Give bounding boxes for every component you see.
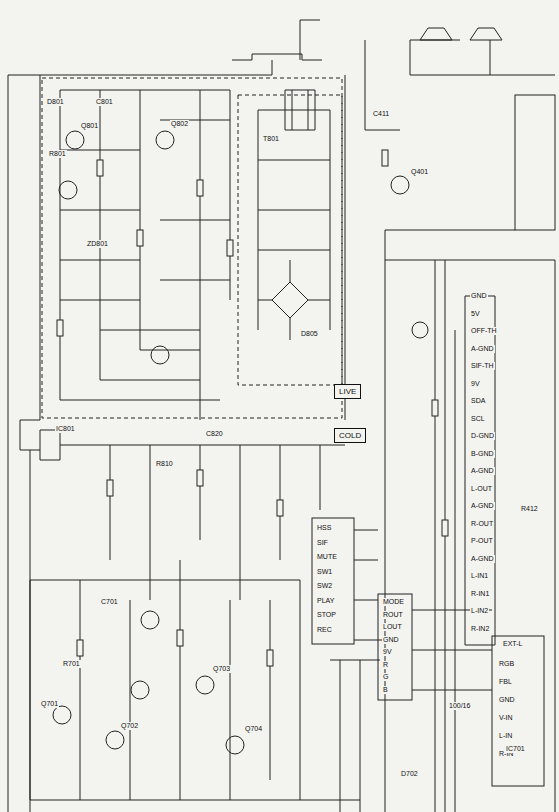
part-ref: Q703 <box>212 665 231 673</box>
pin-name: B <box>382 686 389 694</box>
pin-name: A-GND <box>470 467 495 475</box>
part-ref: IC801 <box>55 425 76 433</box>
part-ref: R810 <box>155 460 174 468</box>
pin-name: 5V <box>470 310 481 318</box>
part-ref: Q704 <box>244 725 263 733</box>
part-ref: ZD801 <box>86 240 109 248</box>
part-ref: R412 <box>520 505 539 513</box>
pin-name: MODE <box>382 598 405 606</box>
pin-name: L-IN1 <box>470 572 489 580</box>
pin-name: SW1 <box>316 568 333 576</box>
pin-name: R-OUT <box>470 520 494 528</box>
pin-name: GND <box>382 636 400 644</box>
part-ref: D805 <box>300 330 319 338</box>
part-ref: R701 <box>62 660 81 668</box>
pin-name: A-GND <box>470 345 495 353</box>
pin-name: PLAY <box>316 597 335 605</box>
part-ref: C701 <box>100 598 119 606</box>
pin-name: V-IN <box>498 714 514 722</box>
pin-name: REC <box>316 626 333 634</box>
pin-name: MUTE <box>316 553 338 561</box>
pin-name: SIF <box>316 539 329 547</box>
pin-name: LOUT <box>382 623 403 631</box>
pin-name: A-GND <box>470 502 495 510</box>
part-ref: D801 <box>46 98 65 106</box>
part-ref: T801 <box>262 135 280 143</box>
pin-name: FBL <box>498 678 513 686</box>
pin-name: EXT-L <box>502 640 523 648</box>
pin-name: GND <box>470 292 488 300</box>
pin-name: R <box>382 661 389 669</box>
pin-name: D-GND <box>470 432 495 440</box>
part-ref: C801 <box>95 98 114 106</box>
pin-name: ROUT <box>382 611 404 619</box>
pin-name: L-IN <box>498 732 513 740</box>
pin-name: 9V <box>470 380 481 388</box>
pin-name: OFF-TH <box>470 327 498 335</box>
pin-name: GND <box>498 696 516 704</box>
part-ref: R801 <box>48 150 67 158</box>
zone-label: COLD <box>339 431 361 440</box>
pin-name: RGB <box>498 660 515 668</box>
part-ref: Q702 <box>120 722 139 730</box>
pin-name: R-IN2 <box>470 625 490 633</box>
part-ref: C820 <box>205 430 224 438</box>
pin-name: SDA <box>470 397 486 405</box>
part-ref: Q801 <box>80 122 99 130</box>
pin-name: A-GND <box>470 555 495 563</box>
pin-name: STOP <box>316 611 337 619</box>
part-ref: C411 <box>372 110 390 118</box>
zone-label: LIVE <box>339 387 356 396</box>
pin-name: SW2 <box>316 582 333 590</box>
pin-name: P-OUT <box>470 537 494 545</box>
pin-name: L-IN2 <box>470 607 489 615</box>
pin-name: HSS <box>316 524 332 532</box>
zone-box: LIVE <box>334 384 361 399</box>
pin-name: L-OUT <box>470 485 493 493</box>
part-ref: 100/16 <box>448 702 471 710</box>
part-ref: D702 <box>400 770 419 778</box>
part-ref: Q401 <box>410 168 429 176</box>
pin-name: SIF-TH <box>470 362 495 370</box>
pin-name: B-GND <box>470 450 495 458</box>
zone-box: COLD <box>334 428 366 443</box>
part-ref: Q802 <box>170 120 189 128</box>
part-ref: IC701 <box>505 745 526 753</box>
pin-name: 9V <box>382 648 393 656</box>
pin-name: SCL <box>470 415 486 423</box>
part-ref: Q701 <box>40 700 59 708</box>
pin-name: R-IN1 <box>470 590 490 598</box>
pin-name: G <box>382 673 389 681</box>
